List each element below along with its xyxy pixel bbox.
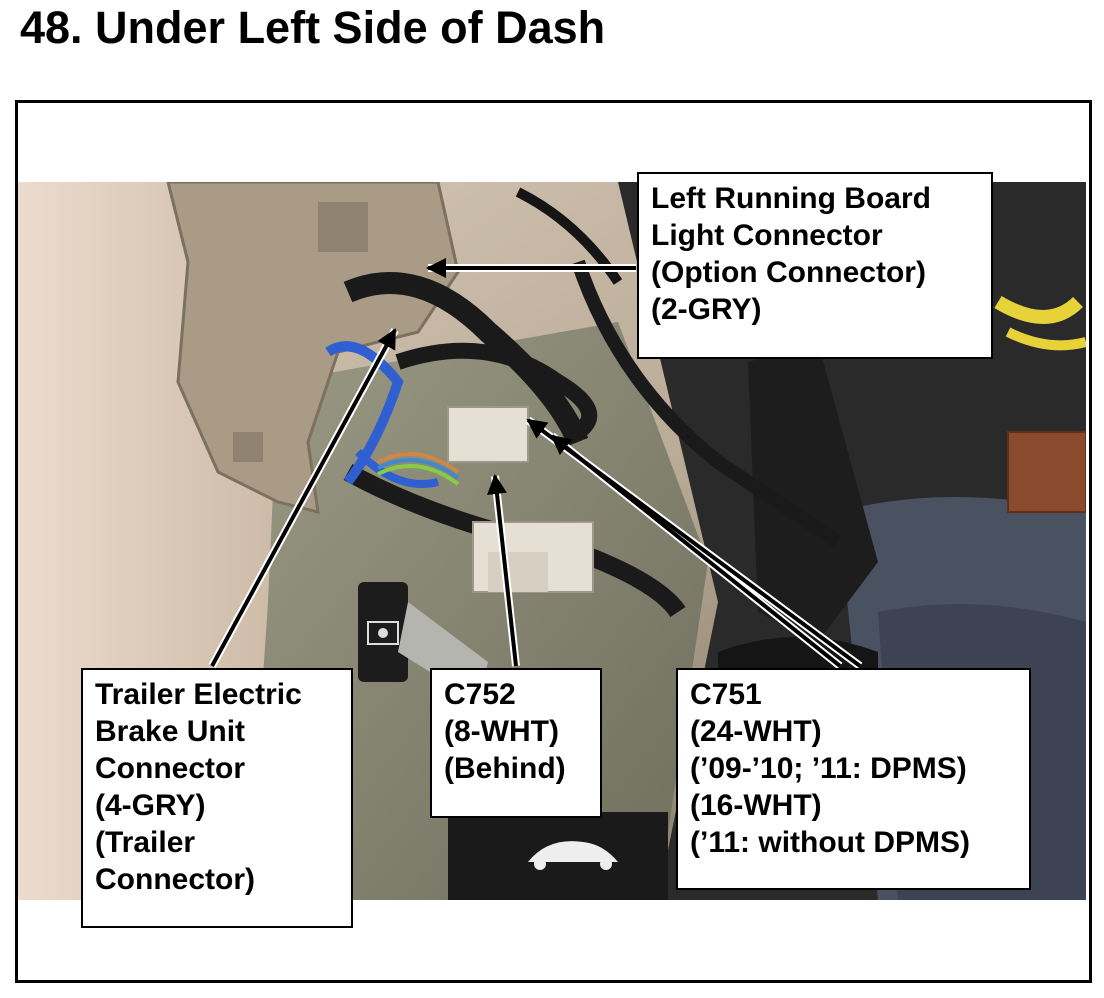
callout-line: (4-GRY) bbox=[95, 789, 206, 822]
callout-c751: C751 (24-WHT) (’09-’10; ’11: DPMS) (16-W… bbox=[676, 668, 1031, 890]
callout-line: (8-WHT) bbox=[444, 715, 559, 748]
fuel-door-icon bbox=[358, 582, 408, 682]
hood-release-icon bbox=[448, 812, 668, 900]
callout-c752: C752 (8-WHT) (Behind) bbox=[430, 668, 602, 818]
page-title: 48. Under Left Side of Dash bbox=[20, 2, 606, 53]
callout-line: (Option Connector) bbox=[651, 256, 926, 289]
callout-line: (24-WHT) bbox=[690, 715, 822, 748]
callout-line: C752 bbox=[444, 678, 516, 711]
callout-line: Left Running Board bbox=[651, 182, 931, 215]
callout-line: C751 bbox=[690, 678, 762, 711]
callout-line: Connector) bbox=[95, 863, 255, 896]
callout-line: Connector bbox=[95, 752, 245, 785]
callout-line: (16-WHT) bbox=[690, 789, 822, 822]
callout-line: (’09-’10; ’11: DPMS) bbox=[690, 752, 967, 785]
callout-line: Light Connector bbox=[651, 219, 883, 252]
callout-line: (2-GRY) bbox=[651, 293, 762, 326]
callout-line: (Trailer bbox=[95, 826, 196, 859]
callout-line: (Behind) bbox=[444, 752, 566, 785]
callout-line: (’11: without DPMS) bbox=[690, 826, 970, 859]
callout-line: Brake Unit bbox=[95, 715, 246, 748]
callout-trailer-brake: Trailer Electric Brake Unit Connector (4… bbox=[81, 668, 353, 928]
callout-line: Trailer Electric bbox=[95, 678, 302, 711]
callout-running-board: Left Running Board Light Connector (Opti… bbox=[637, 172, 993, 359]
